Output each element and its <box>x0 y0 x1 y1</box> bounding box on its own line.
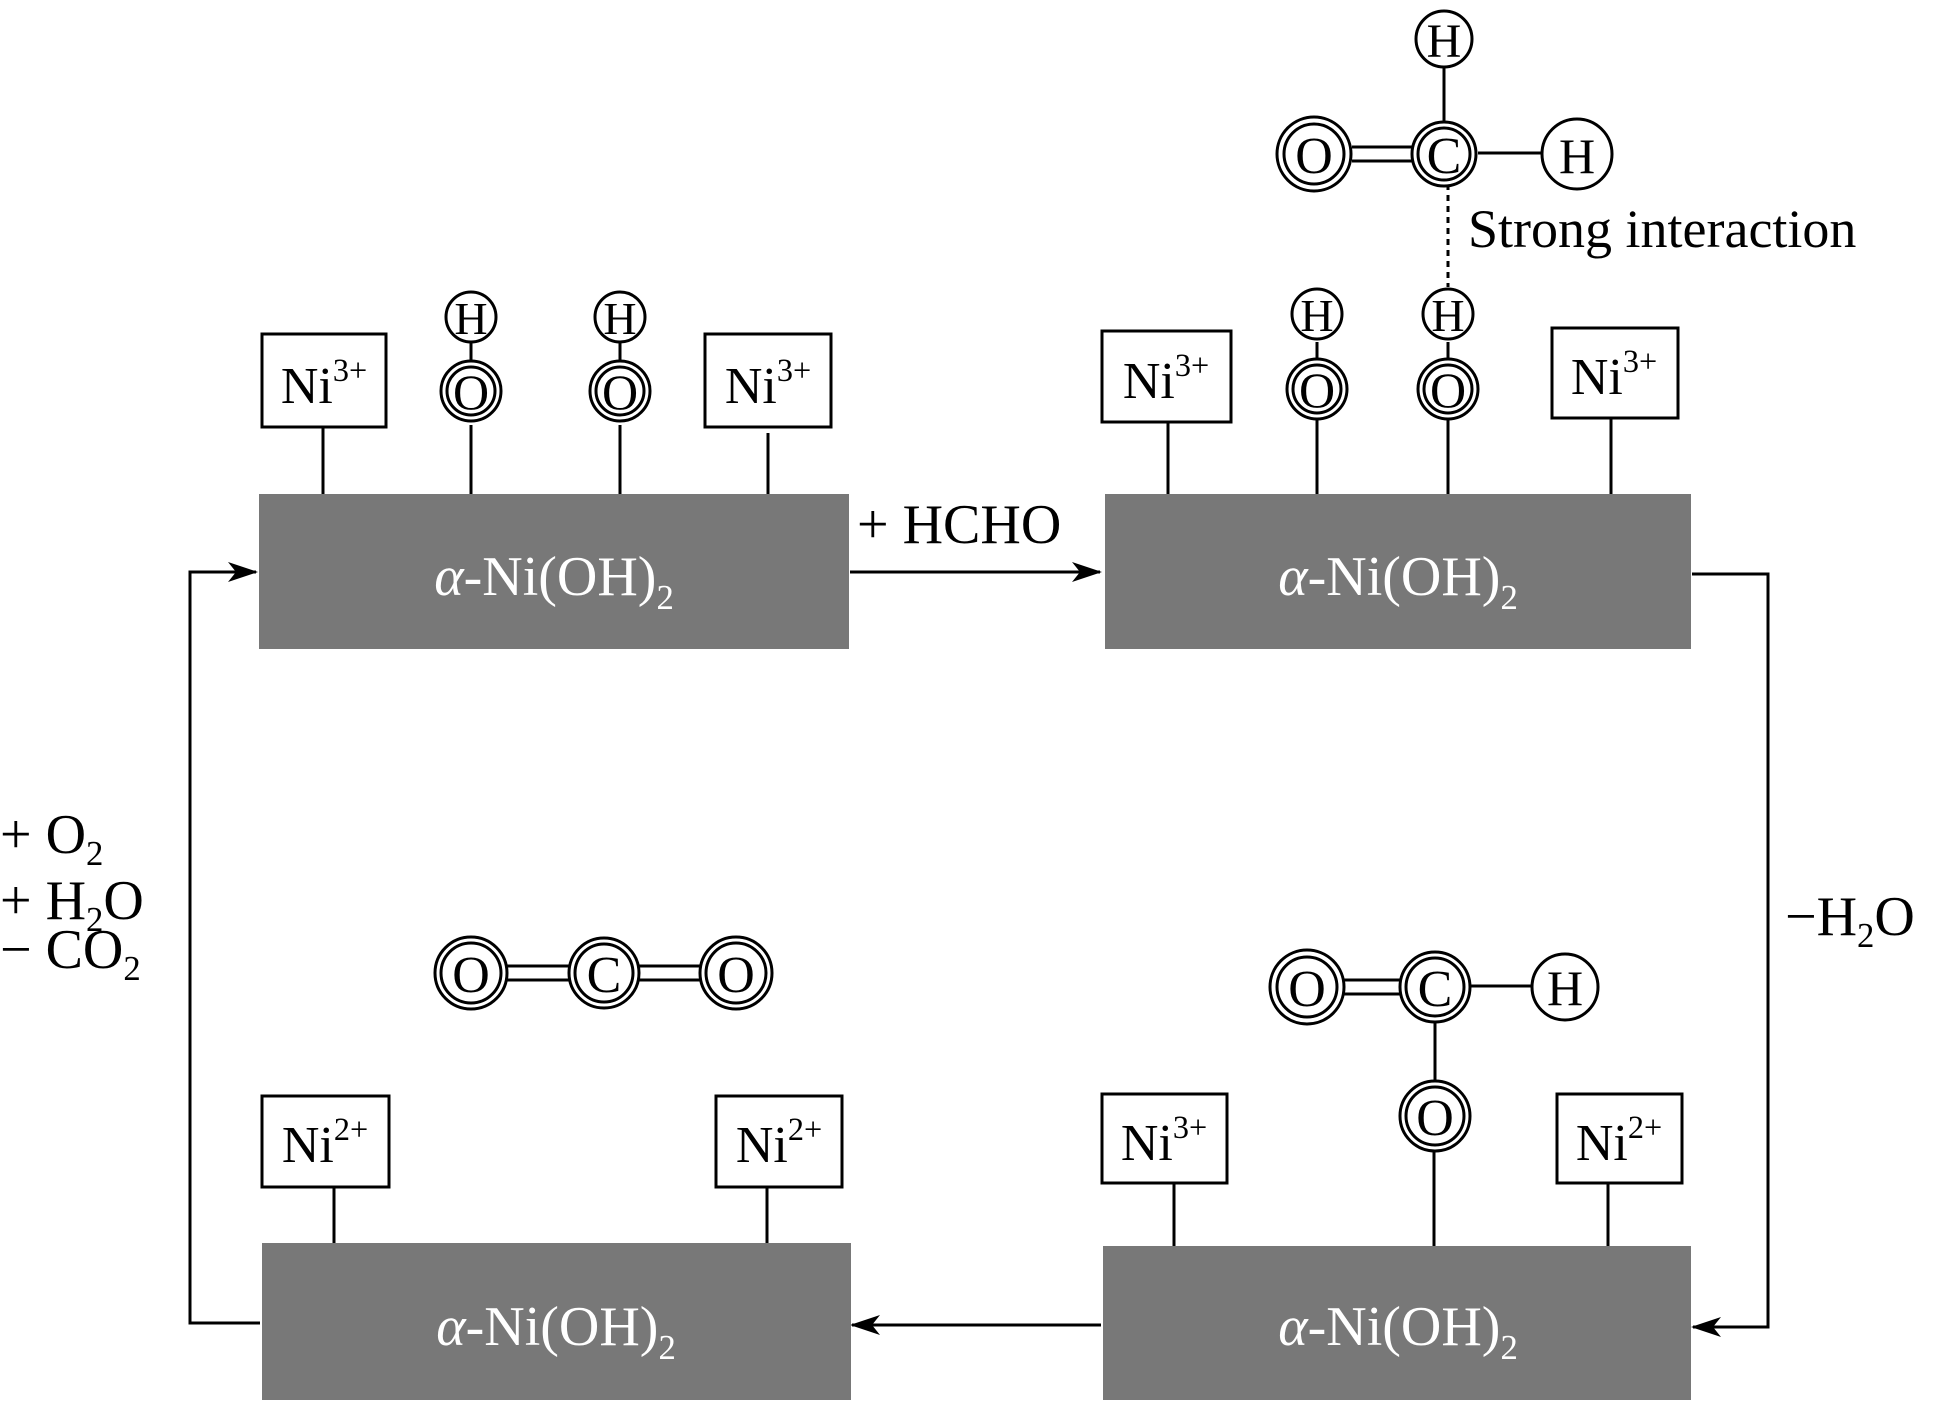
atom-o <box>1416 357 1480 421</box>
substrate-label: α-Ni(OH)2 <box>434 546 674 617</box>
atom-o-label: O <box>717 947 755 1004</box>
atom-c <box>567 936 641 1010</box>
atom-o <box>439 359 503 423</box>
state-bottom-right: α-Ni(OH)2 Ni3+ Ni2+ O C O H <box>1100 948 1691 1400</box>
ni-ion-box <box>260 1094 391 1189</box>
ni-ion-box <box>1550 326 1680 420</box>
atom-o-label: O <box>1288 961 1326 1018</box>
atom-o <box>1285 357 1349 421</box>
substrate-label: α-Ni(OH)2 <box>1278 1296 1518 1367</box>
state-top-right: α-Ni(OH)2 Ni3+ H O H O Ni3+ H C O H Stro… <box>1100 9 1856 649</box>
step-label-left-line: − CO2 <box>0 919 141 988</box>
arrow-right-down <box>1691 572 1770 1337</box>
atom-h-label: H <box>1559 128 1595 184</box>
atom-o-label: O <box>1416 1090 1454 1147</box>
atom-c-label: C <box>1427 128 1462 185</box>
atom-h-label: H <box>1547 960 1583 1016</box>
substrate-block <box>1105 494 1691 649</box>
step-label-top: + HCHO <box>857 494 1061 556</box>
ni-ion-box <box>714 1094 844 1189</box>
ni-ion-box <box>703 332 833 429</box>
atom-o <box>433 935 509 1011</box>
atom-o <box>1275 115 1353 193</box>
atom-h <box>1540 117 1614 191</box>
substrate-block <box>259 494 849 649</box>
atom-o-label: O <box>1430 362 1466 418</box>
atom-c-label: C <box>587 947 622 1004</box>
atom-h <box>593 290 647 344</box>
atom-c-label: C <box>1418 961 1453 1018</box>
atom-o-label: O <box>452 947 490 1004</box>
ni-ion-label: Ni2+ <box>1576 1109 1662 1172</box>
atom-h-label: H <box>454 293 487 344</box>
atom-o-label: O <box>1299 362 1335 418</box>
atom-h <box>1290 287 1344 341</box>
atom-h-label: H <box>1431 290 1464 341</box>
ni-ion-label: Ni3+ <box>281 352 367 415</box>
step-label-left: + O2 + H2O − CO2 <box>0 804 144 988</box>
ni-ion-label: Ni3+ <box>1121 1109 1207 1172</box>
atom-o <box>698 935 774 1011</box>
state-bottom-left: α-Ni(OH)2 Ni2+ Ni2+ O C O <box>260 935 851 1400</box>
formaldehyde-molecule: H C O H <box>1275 9 1614 193</box>
ni-ion-box <box>260 332 388 429</box>
ni-ion-label: Ni3+ <box>1123 347 1209 410</box>
atom-c <box>1398 950 1472 1024</box>
formate-molecule: O C O H <box>1268 948 1600 1153</box>
atom-h <box>1421 287 1475 341</box>
arrow-left-up <box>188 562 260 1325</box>
substrate-label: α-Ni(OH)2 <box>436 1296 676 1367</box>
step-label-left-line: + H2O <box>0 870 144 939</box>
co2-molecule: O C O <box>433 935 774 1011</box>
substrate-block <box>262 1243 851 1400</box>
ni-ion-box <box>1100 1092 1229 1185</box>
ni-ion-box <box>1555 1092 1684 1185</box>
atom-o <box>1268 948 1346 1026</box>
atom-o-label: O <box>453 364 489 420</box>
strong-interaction-label: Strong interaction <box>1468 199 1856 259</box>
substrate-label: α-Ni(OH)2 <box>1278 546 1518 617</box>
atom-h <box>444 290 498 344</box>
ni-ion-label: Ni3+ <box>725 352 811 415</box>
ni-ion-label: Ni2+ <box>736 1111 822 1174</box>
atom-o <box>588 359 652 423</box>
atom-h <box>1530 952 1600 1022</box>
atom-o-label: O <box>602 364 638 420</box>
atom-h <box>1414 9 1474 69</box>
ni-ion-label: Ni3+ <box>1571 343 1657 406</box>
atom-h-label: H <box>1300 290 1333 341</box>
atom-h-label: H <box>603 293 636 344</box>
atom-o-label: O <box>1295 128 1333 185</box>
atom-h-label: H <box>1427 15 1462 68</box>
step-label-left-line: + O2 <box>0 804 103 873</box>
ni-ion-box <box>1100 329 1233 424</box>
state-top-left: α-Ni(OH)2 Ni3+ H O H O Ni3+ <box>259 290 849 649</box>
ni-ion-label: Ni2+ <box>282 1111 368 1174</box>
step-label-right: −H2O <box>1785 886 1915 955</box>
atom-o <box>1398 1079 1472 1153</box>
cycle-arrows <box>188 562 1770 1337</box>
substrate-block <box>1103 1246 1691 1400</box>
atom-c <box>1410 120 1478 188</box>
